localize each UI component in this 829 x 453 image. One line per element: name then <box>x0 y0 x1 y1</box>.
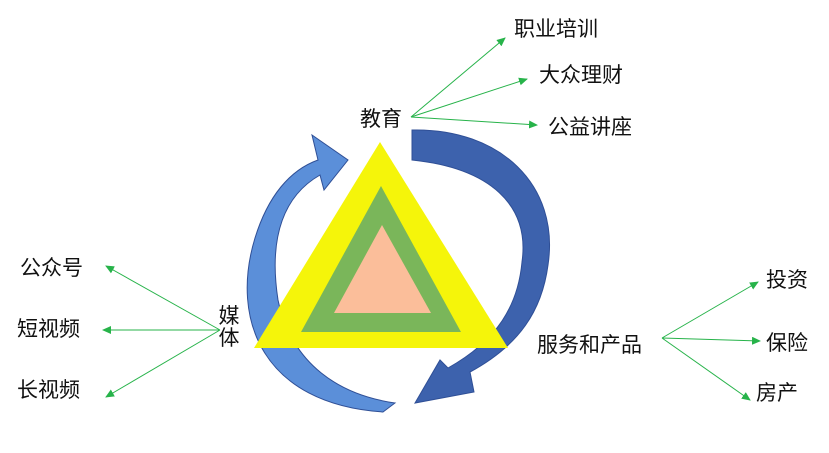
triangle-inner <box>334 225 431 313</box>
education-item-2: 大众理财 <box>539 63 623 87</box>
services-item-3: 房产 <box>756 381 798 405</box>
connector-media-3 <box>105 329 221 398</box>
hub-media: 媒 体 <box>218 305 240 349</box>
connector-media-1 <box>105 265 221 331</box>
education-item-3: 公益讲座 <box>548 115 632 139</box>
connector-education-1 <box>410 37 506 118</box>
connector-education-3 <box>410 116 538 129</box>
hub-media-char-2: 体 <box>218 326 240 351</box>
services-item-1: 投资 <box>766 268 808 292</box>
services-item-2: 保险 <box>766 331 808 355</box>
media-item-1: 公众号 <box>20 256 83 280</box>
media-item-3: 长视频 <box>17 378 80 402</box>
connector-services-1 <box>661 281 759 339</box>
media-item-2: 短视频 <box>17 317 80 341</box>
connector-services-3 <box>661 337 751 401</box>
hub-media-char-1: 媒 <box>218 304 240 328</box>
cycle-arrow-right <box>411 129 550 404</box>
hub-services: 服务和产品 <box>537 333 642 357</box>
connector-education-2 <box>410 77 528 118</box>
connector-services-2 <box>661 336 761 345</box>
hub-education: 教育 <box>360 107 402 131</box>
education-item-1: 职业培训 <box>514 17 598 41</box>
